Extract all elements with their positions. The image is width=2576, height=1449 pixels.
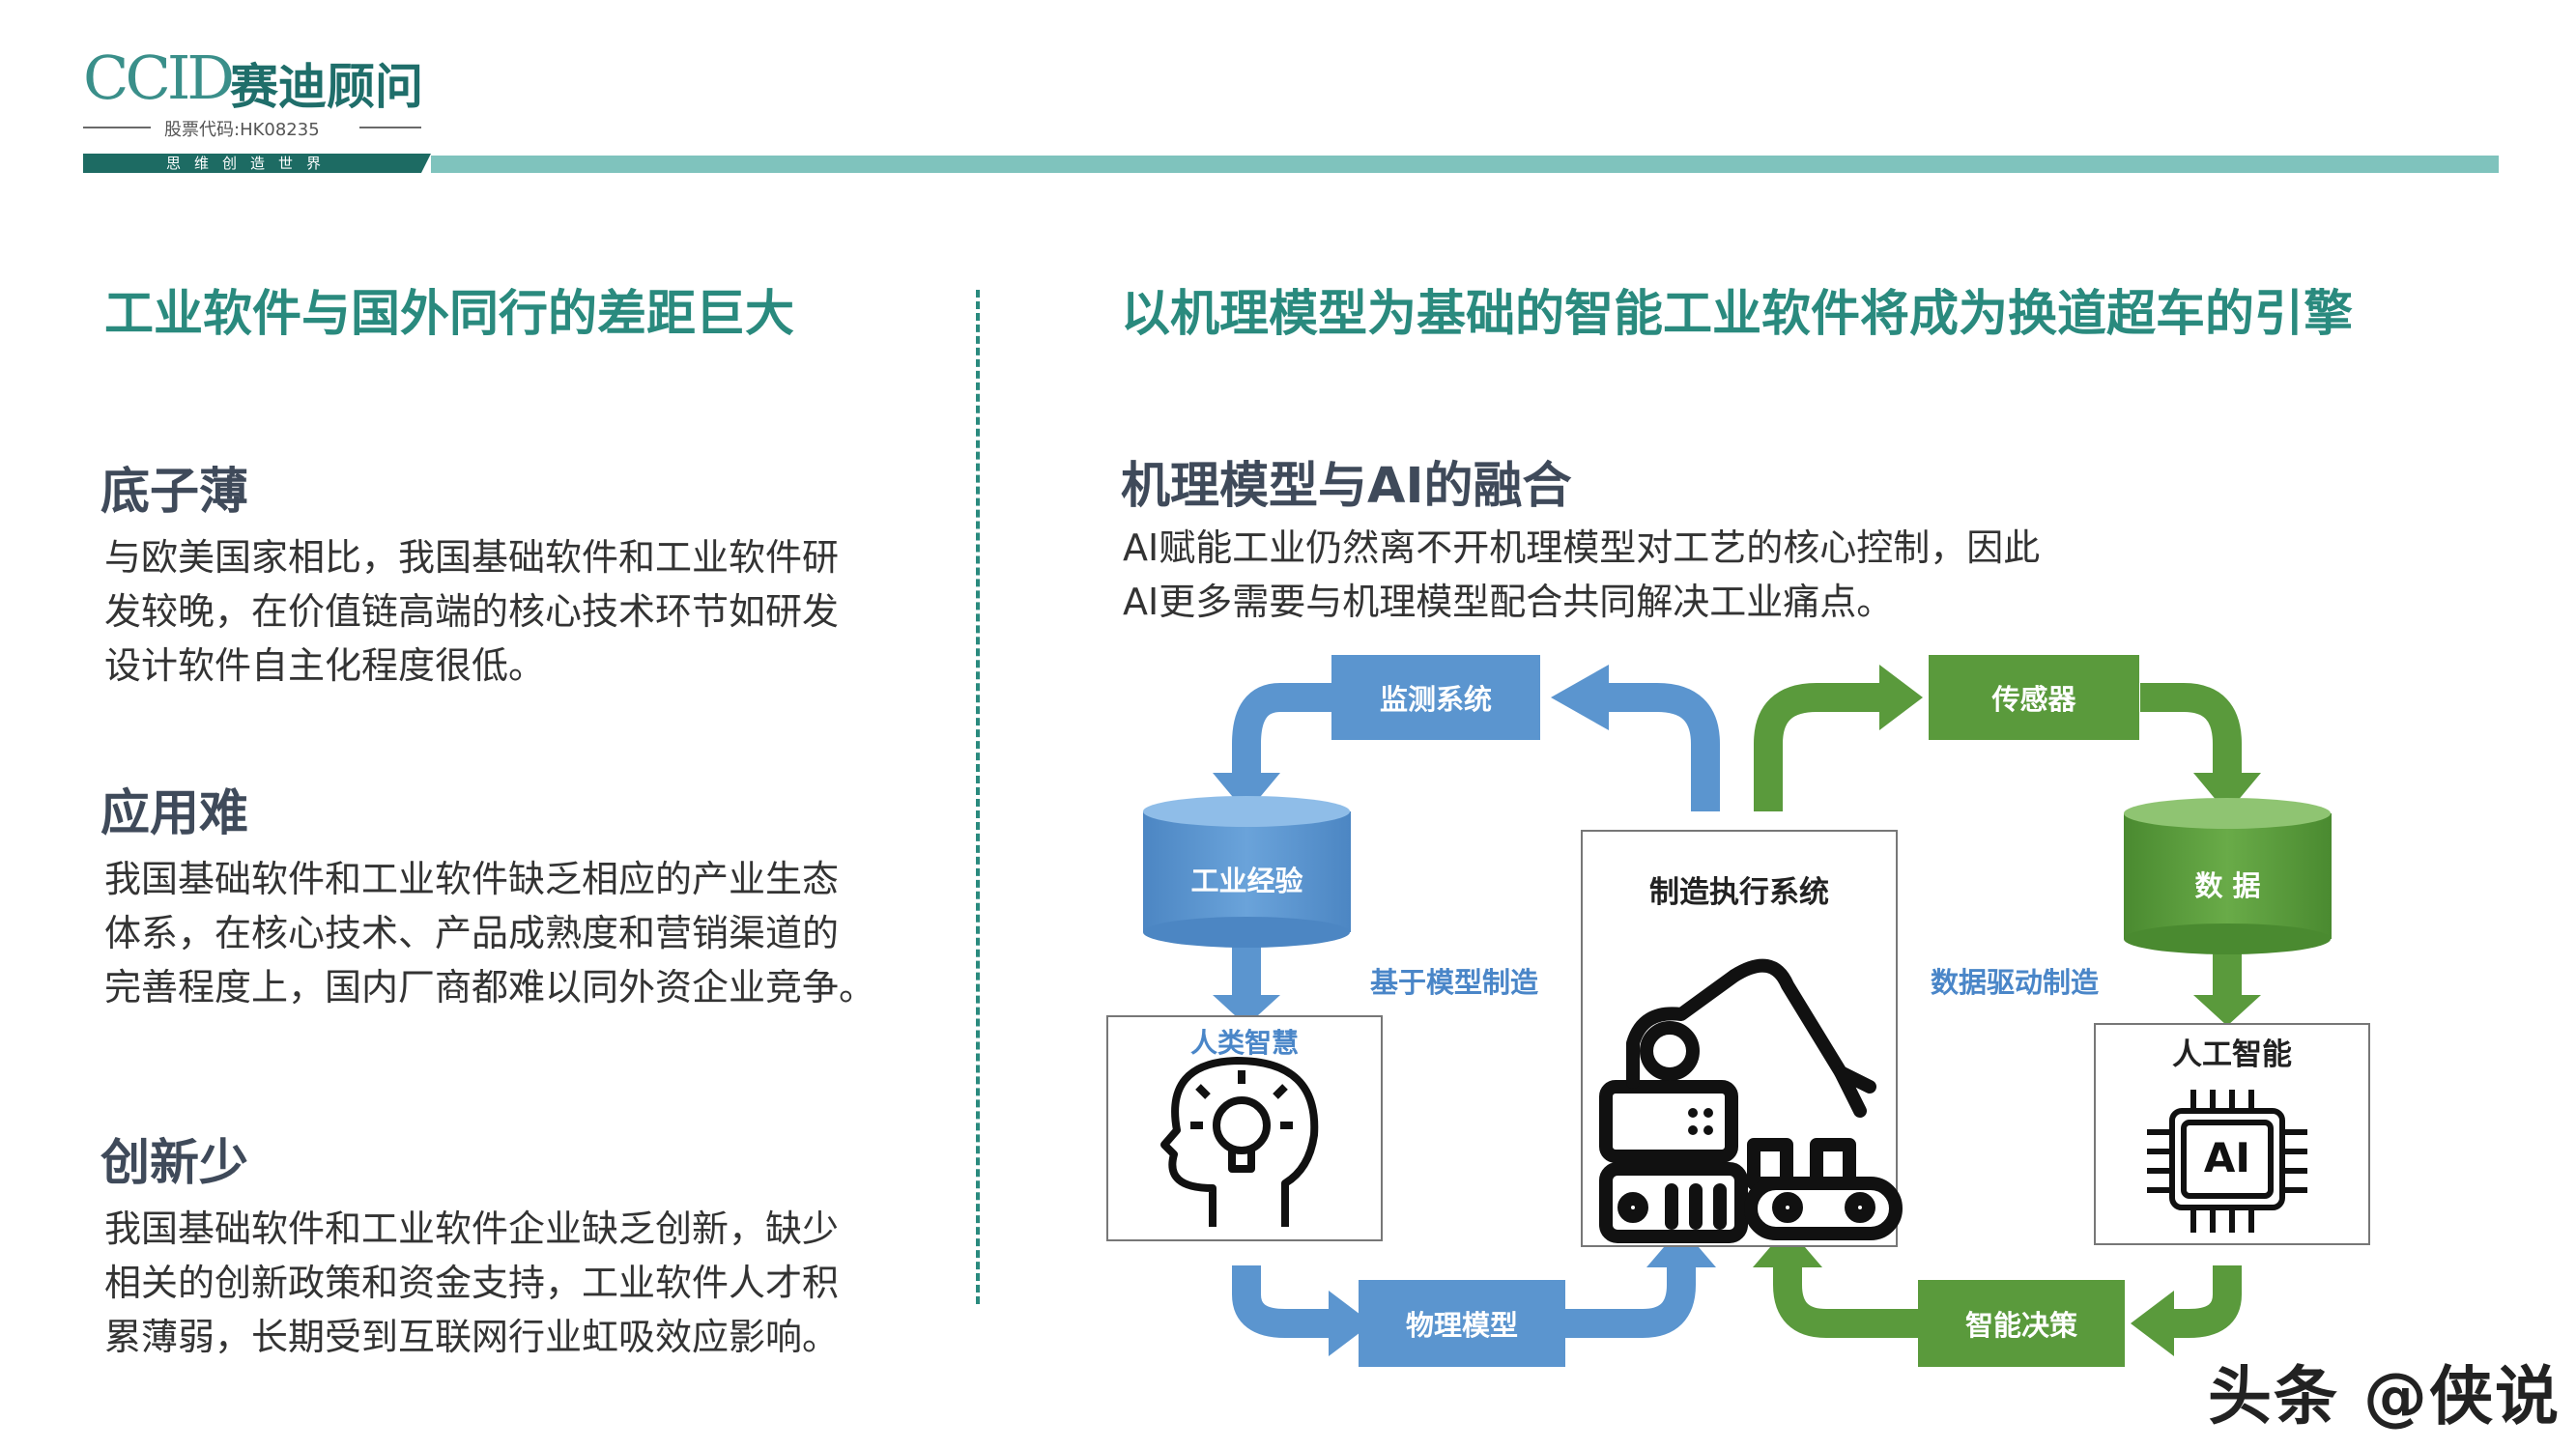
sensor-label: 传感器 (1991, 683, 2076, 716)
right-text: AI赋能工业仍然离不开机理模型对工艺的核心控制，因此 AI更多需要与机理模型配合… (1123, 521, 2040, 629)
section-text-3: 我国基础软件和工业软件企业缺乏创新，缺少 相关的创新政策和资金支持，工业软件人才… (104, 1202, 839, 1364)
sensor-box (1929, 655, 2139, 740)
section-heading-3: 创新少 (100, 1135, 249, 1192)
decision-label: 智能决策 (1964, 1309, 2077, 1342)
decision-box (1918, 1280, 2125, 1367)
experience-label: 工业经验 (1190, 865, 1303, 897)
experience-cylinder (1143, 796, 1351, 948)
data-label: 数 据 (2194, 869, 2261, 902)
human-frame (1106, 1015, 1383, 1241)
blue-flow-arrows (1232, 683, 1720, 1338)
section-heading-1: 底子薄 (100, 464, 249, 521)
human-wisdom-label: 人类智慧 (1189, 1027, 1299, 1059)
section-text-1: 与欧美国家相比，我国基础软件和工业软件研 发较晚，在价值链高端的核心技术环节如研… (104, 530, 839, 693)
logo-divider-left (83, 127, 151, 128)
header-accent-bar (431, 156, 2499, 173)
physical-model-label: 物理模型 (1405, 1309, 1518, 1342)
monitor-box (1331, 655, 1540, 740)
logo-slogan: 思维创造世界 (83, 154, 421, 173)
text-line: 我国基础软件和工业软件企业缺乏创新，缺少 (104, 1208, 840, 1250)
robot-panel-dots (1688, 1108, 1713, 1135)
right-heading: 机理模型与AI的融合 (1121, 458, 1572, 515)
ai-chip-icon (2147, 1090, 2307, 1233)
logo-name: 赛迪顾问 (230, 58, 423, 115)
data-driven-label: 数据驱动制造 (1931, 966, 2100, 999)
stock-code: 股票代码:HK08235 (164, 120, 320, 140)
section-text-2: 我国基础软件和工业软件缺乏相应的产业生态 体系，在核心技术、产品成熟度和营销渠道… (104, 852, 875, 1014)
robot-arm-icon (1599, 958, 1903, 1243)
blue-arrowheads (1213, 665, 1716, 1356)
model-based-label: 基于模型制造 (1370, 966, 1539, 999)
text-line: 累薄弱，长期受到互联网行业虹吸效应影响。 (104, 1316, 840, 1358)
monitor-label: 监测系统 (1379, 683, 1492, 716)
watermark: 头条 @侠说 (2208, 1359, 2561, 1434)
ai-chip-text: AI (2203, 1134, 2251, 1181)
right-title: 以机理模型为基础的智能工业软件将成为换道超车的引擎 (1121, 286, 2354, 343)
section-heading-2: 应用难 (100, 785, 249, 842)
text-line: 相关的创新政策和资金支持，工业软件人才积 (104, 1262, 840, 1304)
mes-label: 制造执行系统 (1649, 875, 1829, 910)
text-line: AI赋能工业仍然离不开机理模型对工艺的核心控制，因此 (1123, 526, 2041, 569)
text-line: 体系，在核心技术、产品成熟度和营销渠道的 (104, 912, 840, 954)
text-line: 完善程度上，国内厂商都难以同外资企业竞争。 (104, 966, 876, 1009)
physical-model-box (1359, 1280, 1565, 1367)
text-line: 设计软件自主化程度很低。 (104, 644, 546, 687)
logo-mark: CCID (83, 43, 235, 113)
data-cylinder (2124, 798, 2332, 954)
left-title: 工业软件与国外同行的差距巨大 (104, 286, 795, 343)
ai-label: 人工智能 (2172, 1037, 2292, 1072)
text-line: 发较晚，在价值链高端的核心技术环节如研发 (104, 590, 840, 633)
text-line: 与欧美国家相比，我国基础软件和工业软件研 (104, 536, 840, 579)
text-line: AI更多需要与机理模型配合共同解决工业痛点。 (1123, 581, 1894, 623)
column-divider (976, 290, 980, 1304)
head-lightbulb-icon (1160, 1057, 1319, 1227)
logo-slogan-tip (421, 154, 431, 173)
logo-divider-right (359, 127, 421, 128)
text-line: 我国基础软件和工业软件缺乏相应的产业生态 (104, 858, 840, 900)
